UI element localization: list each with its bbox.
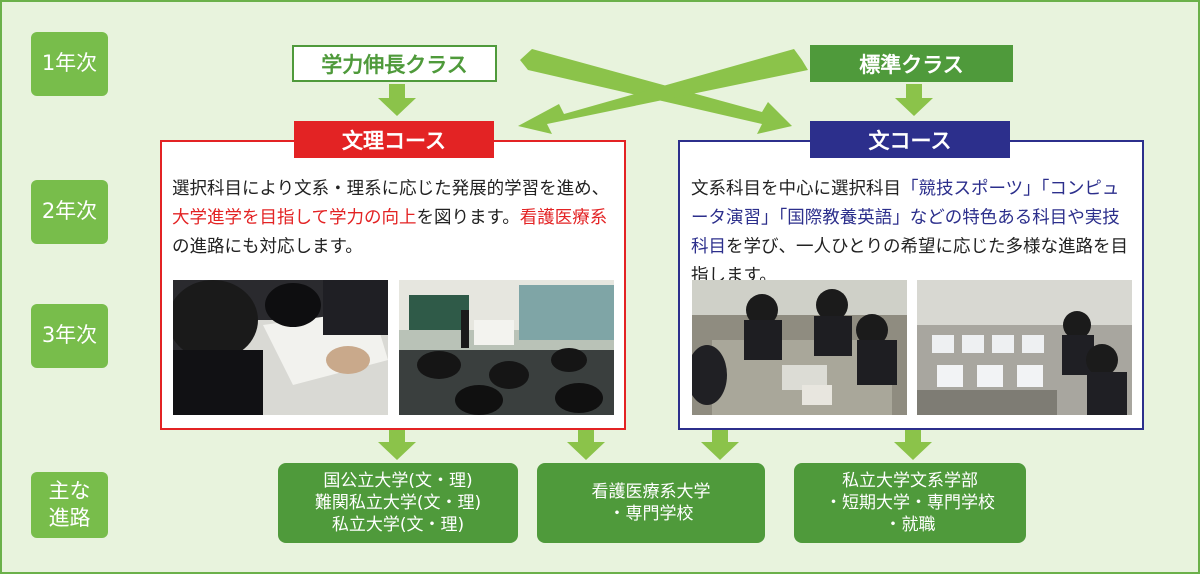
dest-left-line2: 難関私立大学(文・理) (314, 493, 482, 513)
dest-left-line1: 国公立大学(文・理) (323, 471, 473, 491)
science-humanities-course-header: 文理コース (294, 121, 494, 158)
dest-center-line1: 看護医療系大学 (591, 482, 711, 502)
down-arrow-dest-center2 (701, 430, 739, 460)
dest-left-line3: 私立大学(文・理) (331, 515, 465, 535)
science-humanities-course-title: 文理コース (342, 128, 446, 153)
career-path-label: 主な 進路 (31, 472, 108, 538)
standard-class-text: 標準クラス (859, 52, 964, 77)
sh-desc-part2: を図ります。 (416, 208, 520, 228)
year2-text: 2年次 (41, 199, 98, 224)
h-desc-part2: を学び、一人ひとりの希望に応じた多様な進路を目指します。 (691, 237, 1128, 286)
advanced-class-text: 学力伸長クラス (321, 52, 468, 77)
year1-label: 1年次 (31, 32, 108, 96)
down-arrow-standard (895, 84, 933, 116)
cross-arrow-right-to-left (518, 49, 808, 134)
destination-left: 国公立大学(文・理) 難関私立大学(文・理) 私立大学(文・理) (278, 463, 518, 543)
advanced-class-box: 学力伸長クラス (292, 45, 497, 82)
down-arrow-dest-center1 (567, 430, 605, 460)
sh-desc-highlight1: 大学進学を目指して学力の向上 (172, 208, 417, 228)
students-writing-photo (173, 280, 388, 415)
h-desc-part1: 文系科目を中心に選択科目 (691, 179, 901, 199)
dest-center-line2: ・専門学校 (608, 504, 694, 524)
cross-arrow-left-to-right (520, 49, 792, 134)
destination-center: 看護医療系大学 ・専門学校 (537, 463, 765, 543)
science-humanities-description: 選択科目により文系・理系に応じた発展的学習を進め、大学進学を目指して学力の向上を… (172, 175, 617, 262)
year1-text: 1年次 (41, 51, 98, 76)
year2-label: 2年次 (31, 180, 108, 244)
humanities-course-title: 文コース (868, 128, 952, 153)
down-arrow-dest-right (894, 430, 932, 460)
classroom-lesson-photo (399, 280, 614, 415)
dest-right-line3: ・就職 (884, 515, 936, 535)
sh-desc-part1: 選択科目により文系・理系に応じた発展的学習を進め、 (172, 179, 610, 199)
standard-class-box: 標準クラス (810, 45, 1013, 82)
computer-room-photo (917, 280, 1132, 415)
year3-text: 3年次 (41, 323, 98, 348)
sh-desc-highlight2: 看護医療系 (519, 208, 608, 228)
year3-label: 3年次 (31, 304, 108, 368)
humanities-course-header: 文コース (810, 121, 1010, 158)
dest-right-line1: 私立大学文系学部 (842, 471, 978, 491)
sh-desc-part3: の進路にも対応します。 (172, 237, 363, 257)
dest-right-line2: ・短期大学・専門学校 (825, 493, 995, 513)
career-path-line2: 進路 (48, 506, 91, 530)
career-path-line1: 主な (48, 478, 91, 503)
down-arrow-advanced (378, 84, 416, 116)
h-desc-highlight1: 「競技スポーツ」「コンピュータ演習」「国際教養英語」などの特色ある科目や実技科目 (691, 179, 1120, 257)
humanities-description: 文系科目を中心に選択科目「競技スポーツ」「コンピュータ演習」「国際教養英語」など… (691, 175, 1136, 291)
down-arrow-dest-left (378, 430, 416, 460)
group-study-photo (692, 280, 907, 415)
destination-right: 私立大学文系学部 ・短期大学・専門学校 ・就職 (794, 463, 1026, 543)
